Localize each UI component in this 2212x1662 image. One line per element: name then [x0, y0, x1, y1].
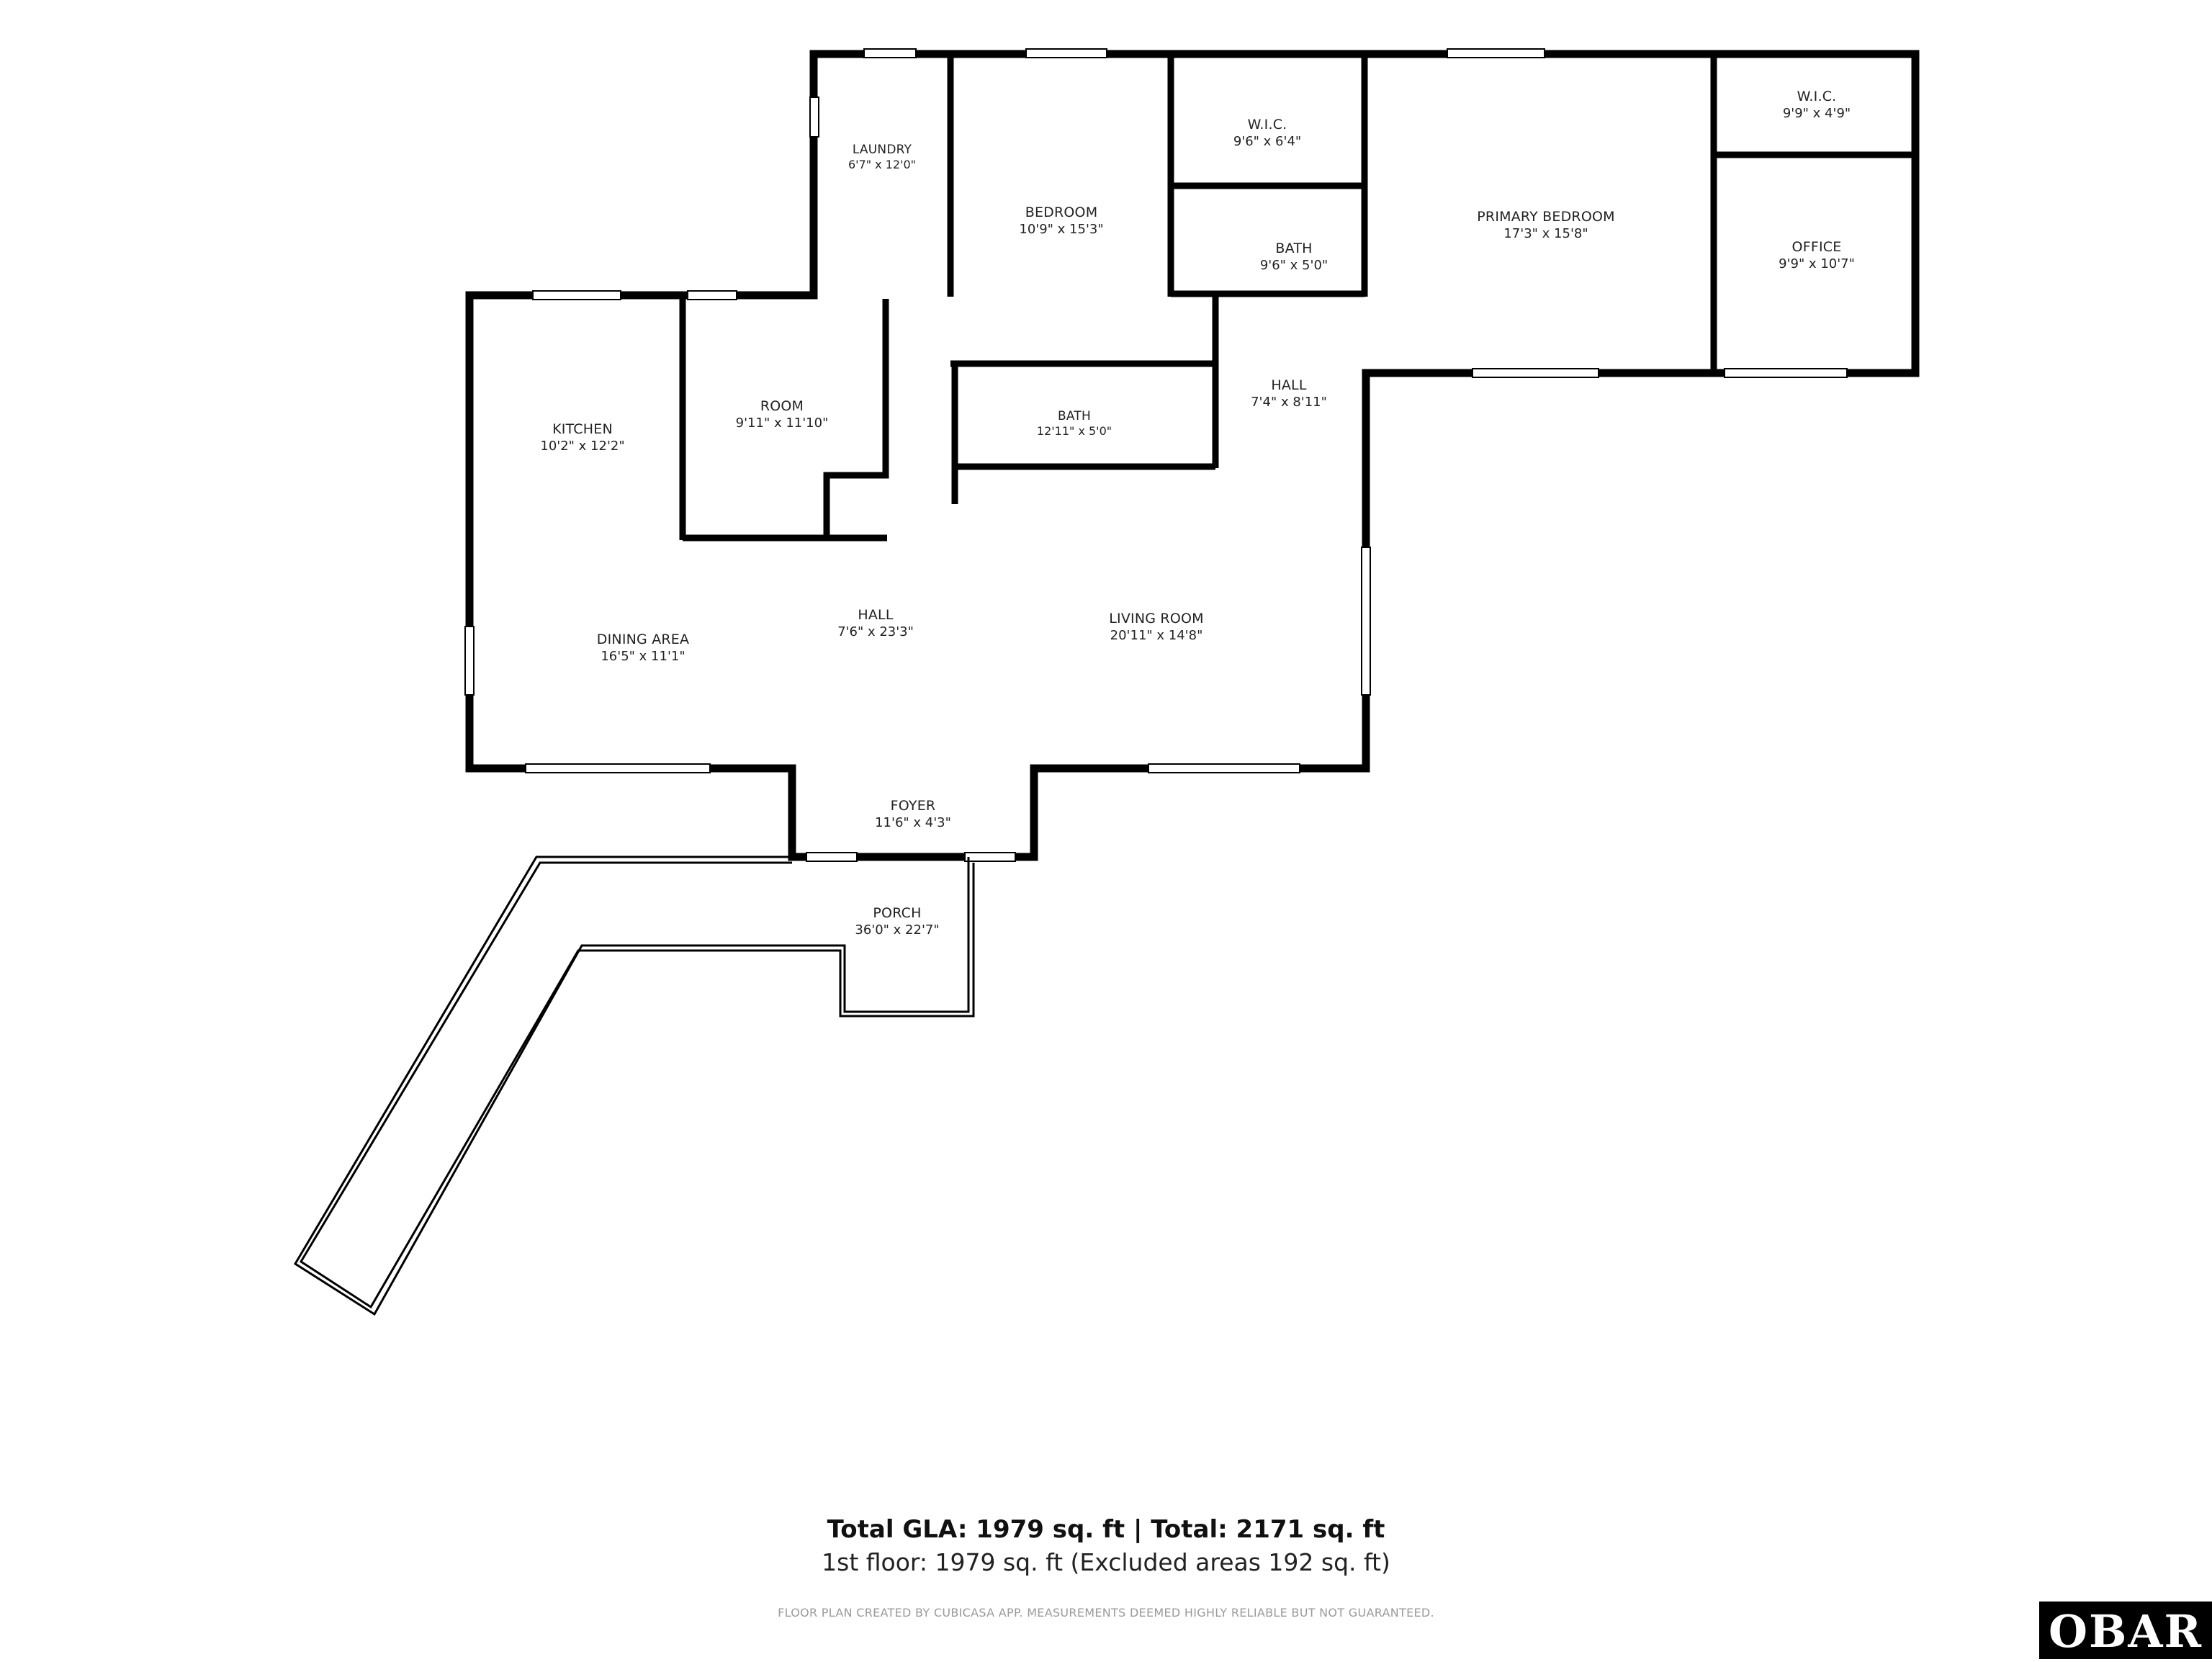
room-dimensions: 11'6" x 4'3" [875, 814, 951, 830]
room-name: FOYER [890, 798, 936, 814]
interior-walls [679, 58, 1912, 542]
room-dimensions: 7'6" x 23'3" [837, 624, 914, 639]
floor-area-line: 1st floor: 1979 sq. ft (Excluded areas 1… [822, 1548, 1390, 1576]
room-dimensions: 9'9" x 10'7" [1779, 256, 1855, 271]
room-label-primary-bedroom: PRIMARY BEDROOM 17'3" x 15'8" [1477, 209, 1614, 242]
room-name: PORCH [873, 905, 922, 921]
room-dimensions: 36'0" x 22'7" [855, 922, 940, 938]
room-name: KITCHEN [552, 421, 613, 437]
room-name: LIVING ROOM [1109, 611, 1204, 626]
room-dimensions: 9'11" x 11'10" [735, 415, 829, 431]
room-label-bedroom: BEDROOM 10'9" x 15'3" [1019, 205, 1103, 238]
room-label-wic-2: W.I.C. 9'9" x 4'9" [1783, 89, 1851, 122]
room-name: BATH [1275, 241, 1313, 256]
room-dimensions: 7'4" x 8'11" [1251, 394, 1327, 410]
disclaimer: FLOOR PLAN CREATED BY CUBICASA APP. MEAS… [778, 1606, 1434, 1620]
room-dimensions: 9'6" x 6'4" [1233, 133, 1302, 149]
porch-outline-inner [299, 861, 975, 1309]
room-label-hall-right: HALL 7'4" x 8'11" [1251, 377, 1327, 410]
windows [464, 48, 1848, 862]
room-name: W.I.C. [1247, 117, 1287, 132]
room-label-foyer: FOYER 11'6" x 4'3" [875, 798, 951, 831]
room-dimensions: 6'7" x 12'0" [848, 158, 917, 172]
room-name: W.I.C. [1797, 89, 1837, 104]
room-name: LAUNDRY [852, 143, 912, 157]
obar-logo: OBAR [2039, 1602, 2212, 1659]
room-dimensions: 16'5" x 11'1" [601, 648, 685, 664]
room-name: DINING AREA [596, 632, 690, 647]
room-label-kitchen: KITCHEN 10'2" x 12'2" [540, 421, 624, 454]
room-label-laundry: LAUNDRY 6'7" x 12'0" [848, 143, 916, 172]
room-name: BATH [1058, 409, 1091, 423]
room-name: ROOM [760, 398, 804, 414]
area-totals: Total GLA: 1979 sq. ft | Total: 2171 sq.… [822, 1515, 1390, 1576]
room-name: BEDROOM [1025, 205, 1098, 220]
room-label-bath: BATH 9'6" x 5'0" [1260, 241, 1328, 274]
porch [293, 855, 975, 1316]
room-name: PRIMARY BEDROOM [1477, 209, 1615, 225]
exterior-wall-outline [465, 50, 1920, 861]
room-dimensions: 10'2" x 12'2" [540, 438, 625, 454]
room-label-porch: PORCH 36'0" x 22'7" [855, 905, 939, 938]
room-label-room: ROOM 9'11" x 11'10" [736, 398, 829, 431]
porch-outline-outer [293, 855, 970, 1316]
room-dimensions: 10'9" x 15'3" [1019, 221, 1104, 237]
room-name: HALL [858, 607, 894, 623]
room-label-hall-main: HALL 7'6" x 23'3" [837, 607, 914, 640]
room-dimensions: 9'9" x 4'9" [1782, 105, 1851, 121]
room-dimensions: 12'11" x 5'0" [1036, 424, 1112, 439]
room-dimensions: 17'3" x 15'8" [1503, 225, 1588, 241]
room-label-bath-2: BATH 12'11" x 5'0" [1037, 409, 1112, 439]
room-dimensions: 20'11" x 14'8" [1110, 627, 1203, 643]
total-gla-line: Total GLA: 1979 sq. ft | Total: 2171 sq.… [827, 1515, 1385, 1544]
wall-room-right [823, 299, 889, 540]
room-dimensions: 9'6" x 5'0" [1259, 257, 1328, 273]
room-name: HALL [1271, 377, 1307, 393]
room-name: OFFICE [1791, 239, 1842, 255]
room-label-wic: W.I.C. 9'6" x 6'4" [1233, 117, 1301, 150]
exterior-walls [465, 50, 1920, 861]
room-label-living-room: LIVING ROOM 20'11" x 14'8" [1109, 611, 1203, 644]
room-label-office: OFFICE 9'9" x 10'7" [1779, 239, 1855, 272]
room-label-dining-area: DINING AREA 16'5" x 11'1" [597, 632, 689, 665]
